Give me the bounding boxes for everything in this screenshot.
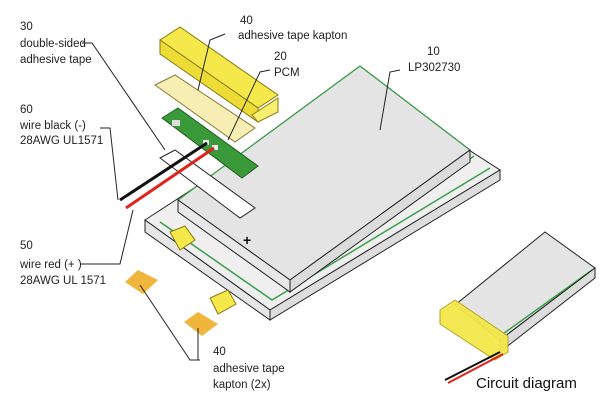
label-30-line1: double-sided <box>20 38 86 50</box>
label-40-top-number: 40 <box>240 15 253 27</box>
battery-cell-lp302730: + <box>144 65 501 321</box>
label-50-line1: wire red (+ ) <box>19 259 82 271</box>
label-30-number: 30 <box>20 21 33 33</box>
kapton-corner-2 <box>209 289 237 315</box>
leader-lines <box>80 33 401 361</box>
kapton-tape-top <box>159 26 279 123</box>
label-20-line1: PCM <box>274 67 300 79</box>
wire-red <box>125 146 215 210</box>
label-50-line2: 28AWG UL 1571 <box>20 275 106 287</box>
kapton-pad-2 <box>184 312 218 336</box>
label-40-bottom-line2: kapton (2x) <box>213 379 271 391</box>
label-60-line2: 28AWG UL1571 <box>20 135 103 147</box>
label-20-number: 20 <box>274 51 287 63</box>
label-30-line2: adhesive tape <box>20 54 92 66</box>
label-10-line1: LP302730 <box>408 62 460 74</box>
label-60-number: 60 <box>20 104 33 116</box>
kapton-pad-1 <box>125 270 158 294</box>
label-40-top-line1: adhesive tape kapton <box>238 30 347 42</box>
label-40-bottom-line1: adhesive tape <box>213 363 285 375</box>
label-10-number: 10 <box>427 46 440 58</box>
assembled-battery <box>439 231 596 384</box>
kapton-tape-strip <box>154 74 256 143</box>
wire-black <box>119 141 208 202</box>
label-60-line1: wire black (-) <box>19 120 86 132</box>
plus-mark: + <box>243 232 251 248</box>
label-50-number: 50 <box>20 240 33 252</box>
label-40-bottom-number: 40 <box>213 346 226 358</box>
circuit-diagram-caption: Circuit diagram <box>476 375 577 392</box>
kapton-corner-1 <box>169 225 196 251</box>
